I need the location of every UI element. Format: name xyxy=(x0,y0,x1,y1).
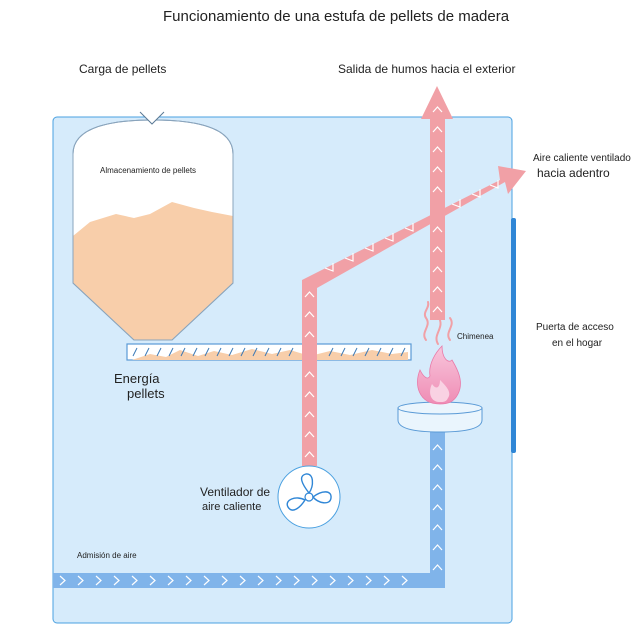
fan-icon xyxy=(277,465,341,529)
label-ventilador-1: Ventilador de xyxy=(200,485,271,499)
pellet-pile xyxy=(73,202,233,340)
flame xyxy=(417,345,461,405)
label-salida-humos: Salida de humos hacia el exterior xyxy=(338,62,516,76)
label-carga-pellets: Carga de pellets xyxy=(79,62,167,76)
label-admision-aire: Admisión de aire xyxy=(77,551,137,560)
label-chimenea: Chimenea xyxy=(457,332,494,341)
label-energia-2: pellets xyxy=(127,386,165,401)
pellet-hopper xyxy=(72,111,234,341)
air-intake-pipe xyxy=(53,430,445,588)
access-door xyxy=(511,218,516,453)
label-ventilador-2: aire caliente xyxy=(202,501,262,513)
load-notch xyxy=(139,111,165,125)
chimney-flue xyxy=(421,86,453,320)
diagram-title: Funcionamiento de una estufa de pellets … xyxy=(163,8,510,25)
label-puerta-1: Puerta de acceso xyxy=(536,322,614,333)
label-puerta-2: en el hogar xyxy=(552,338,603,349)
label-energia-1: Energía xyxy=(114,371,160,386)
label-aire-caliente-2: hacia adentro xyxy=(537,166,610,180)
auger-channel xyxy=(126,343,412,361)
burner-pot xyxy=(397,401,483,433)
hot-air-duct xyxy=(302,166,526,466)
label-aire-caliente-1: Aire caliente ventilado xyxy=(533,153,631,164)
label-almacenamiento: Almacenamiento de pellets xyxy=(100,166,197,175)
